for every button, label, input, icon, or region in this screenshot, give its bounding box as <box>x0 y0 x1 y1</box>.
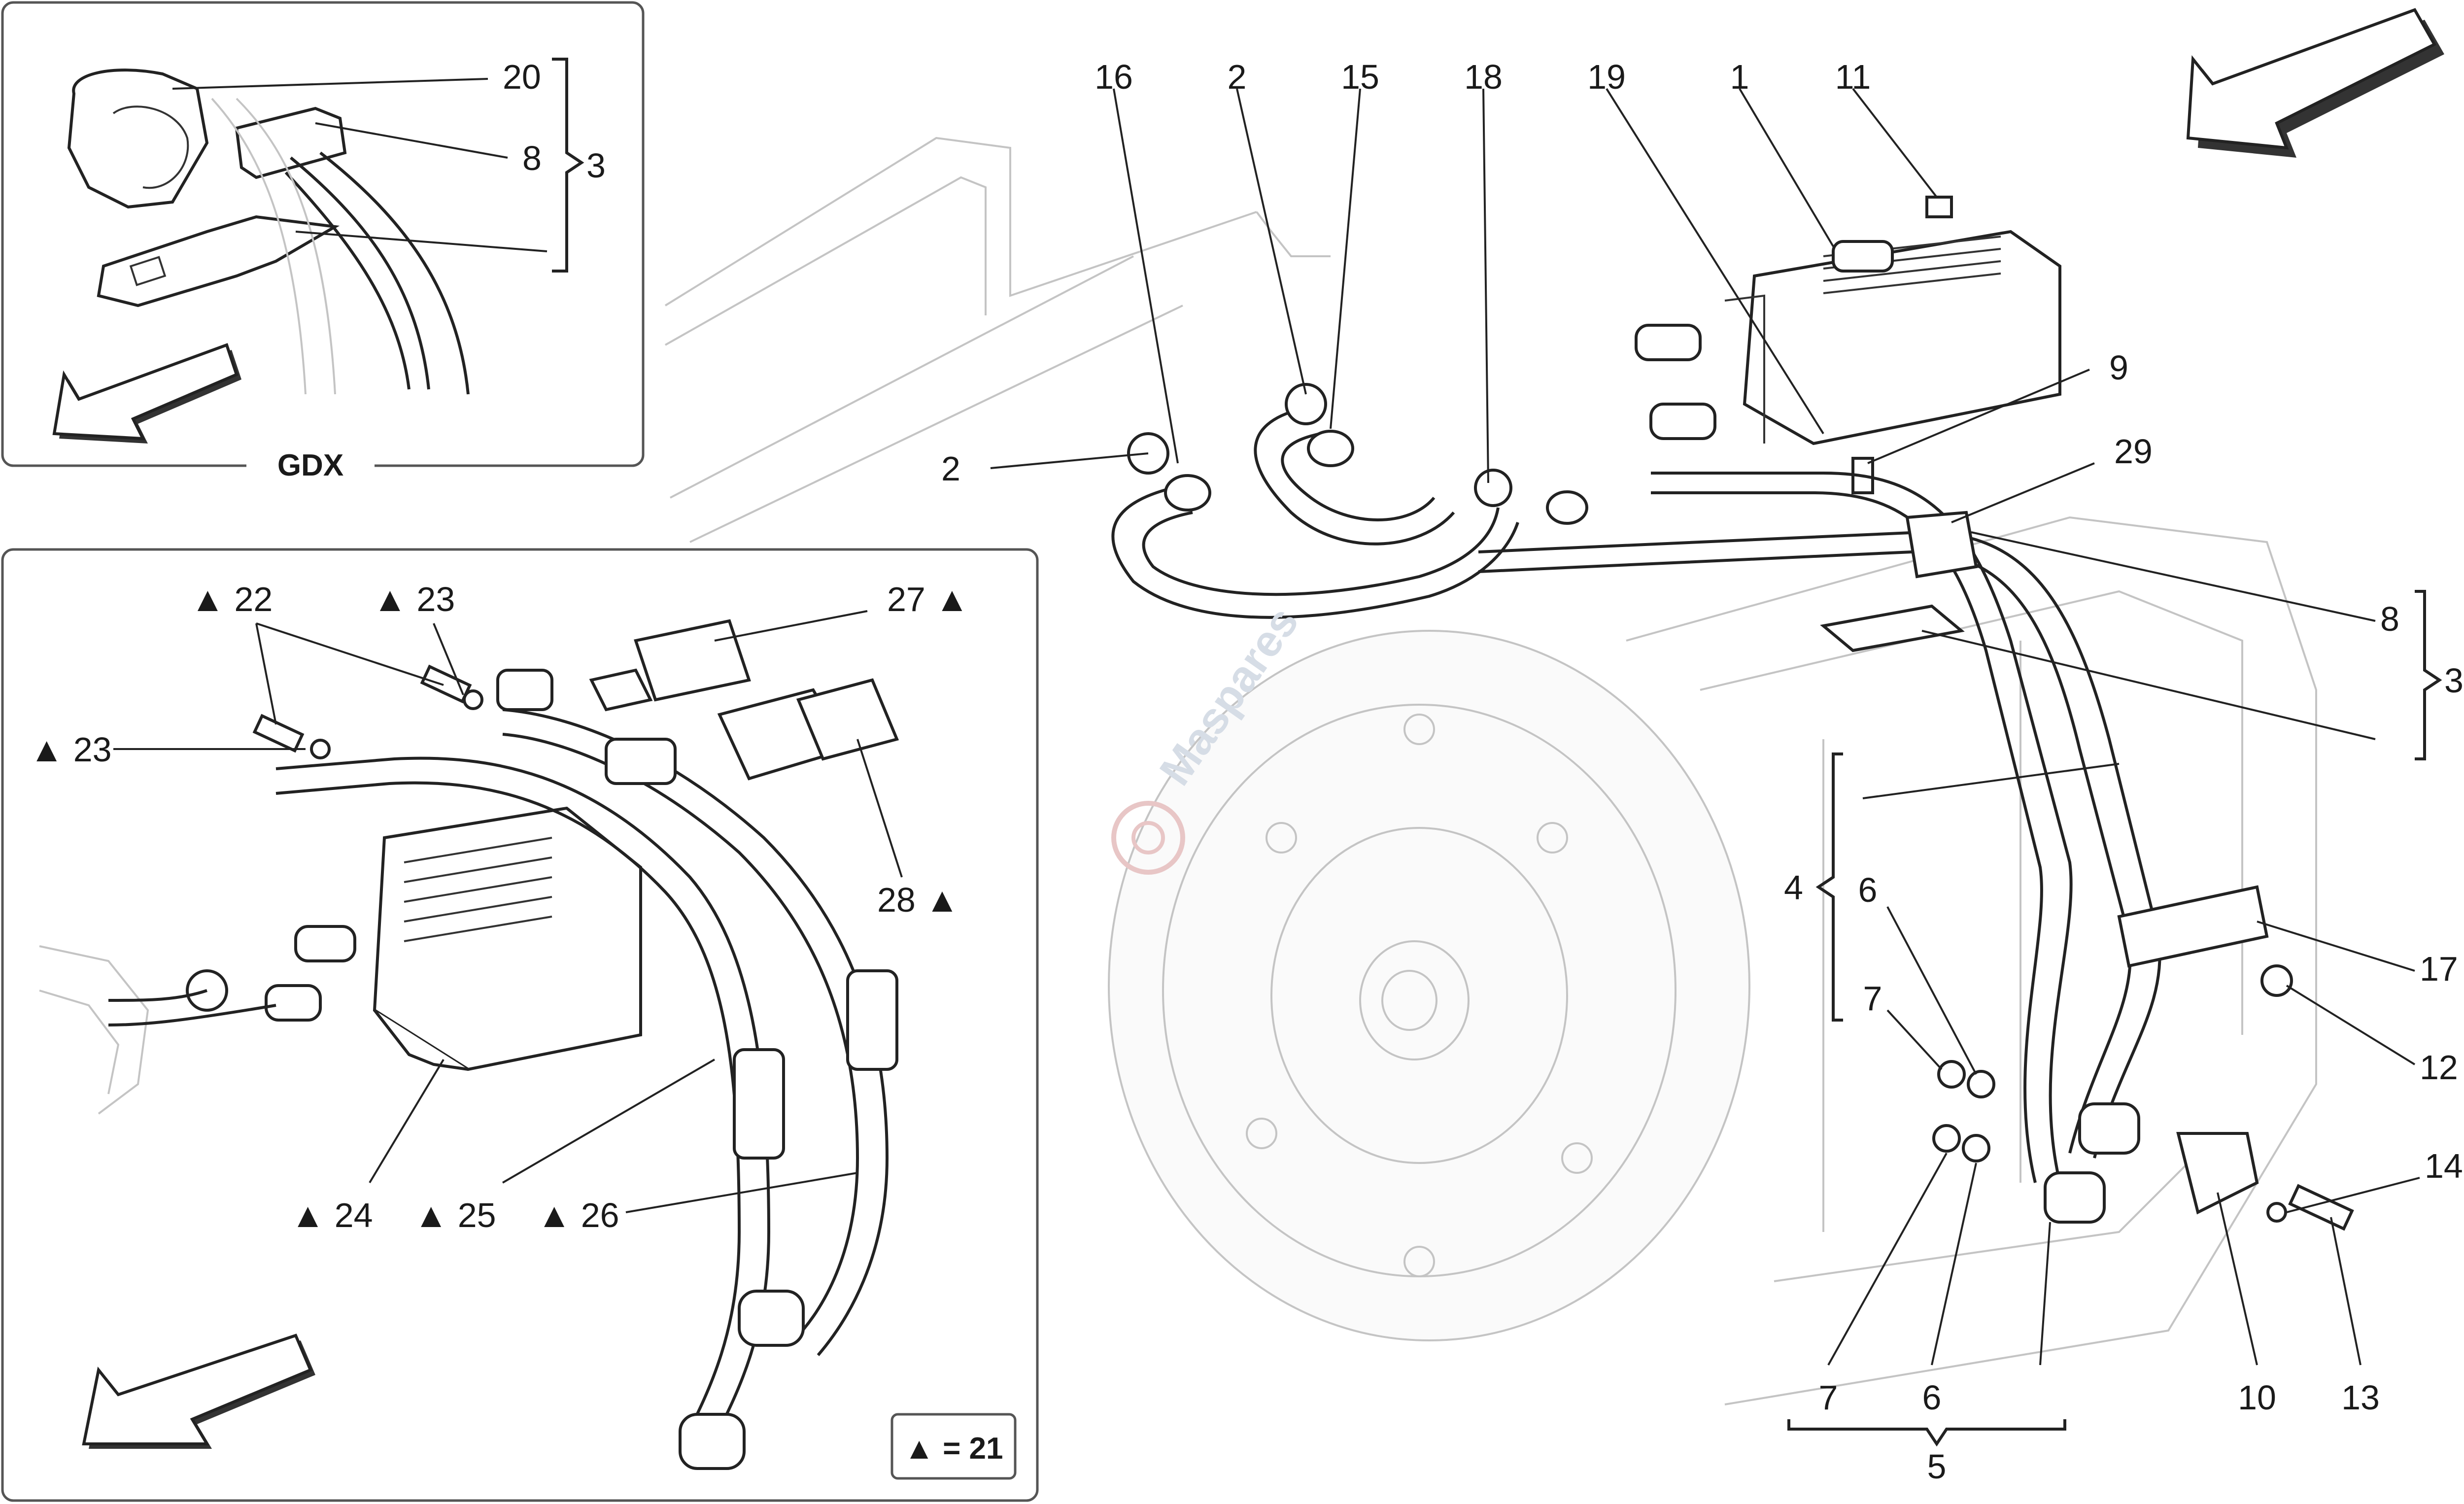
vehicle-body-ghost <box>664 137 1331 543</box>
oil-cooler <box>1635 230 2061 445</box>
washer-14 <box>2266 1202 2287 1223</box>
callout-7-lower: 7 <box>1819 1378 1838 1417</box>
inset-alt-callout-23-top: ▲ 23 <box>373 580 455 618</box>
main-callouts: 16 2 15 18 19 1 11 9 2 29 8 3 4 6 7 17 <box>941 58 2464 1486</box>
callout-6-upper: 6 <box>1858 871 1878 909</box>
direction-arrow-inset <box>82 1333 315 1449</box>
bolt-11 <box>1925 196 1953 218</box>
callout-1: 1 <box>1730 58 1749 96</box>
inset-gdx-callout-8: 8 <box>522 139 542 177</box>
direction-arrow-main <box>2186 8 2444 158</box>
cooler-lines <box>1478 472 2161 1224</box>
callout-12: 12 <box>2420 1048 2458 1087</box>
inset-alt-callout-24: ▲ 24 <box>291 1196 373 1234</box>
inset-alt-callout-27: 27 ▲ <box>887 580 969 618</box>
inset-alt-callout-22: ▲ 22 <box>191 580 273 618</box>
callout-5: 5 <box>1927 1447 1947 1486</box>
callout-2-top: 2 <box>1228 58 1247 96</box>
inset-gdx-callout-20: 20 <box>503 58 541 96</box>
clamp-bracket-3 <box>1820 511 1978 652</box>
callout-18: 18 <box>1464 58 1503 96</box>
callout-7-upper: 7 <box>1863 979 1882 1018</box>
callout-6-lower: 6 <box>1922 1378 1942 1417</box>
inset-alt-callout-28: 28 ▲ <box>877 881 959 919</box>
callout-10: 10 <box>2238 1378 2276 1417</box>
o-rings <box>1932 1060 1995 1162</box>
callout-17: 17 <box>2420 950 2458 988</box>
bracket-17 <box>2117 885 2293 997</box>
callout-14: 14 <box>2425 1147 2463 1185</box>
callout-2-left: 2 <box>941 449 960 488</box>
inset-alt-callout-25: ▲ 25 <box>414 1196 496 1234</box>
callout-3-main: 3 <box>2444 661 2464 700</box>
bolt-13 <box>2288 1184 2354 1231</box>
callout-11: 11 <box>1835 58 1871 96</box>
inset-alt-callout-26: ▲ 26 <box>537 1196 619 1234</box>
callout-29: 29 <box>2114 432 2153 471</box>
callout-8-main: 8 <box>2380 600 2399 638</box>
inset-gdx-title: GDX <box>277 448 343 482</box>
inset-alternative: ▲ 22 ▲ 23 ▲ 23 27 ▲ 28 ▲ ▲ 24 ▲ 25 ▲ 26 … <box>1 548 1039 1502</box>
inset-alt-callout-23-left: ▲ 23 <box>30 730 112 769</box>
bracket-10 <box>2176 1132 2259 1215</box>
callout-16: 16 <box>1095 58 1133 96</box>
callout-4: 4 <box>1784 868 1803 907</box>
inset-gdx: GDX 20 8 3 <box>1 1 645 483</box>
coolant-hoses <box>1111 383 1588 619</box>
legend-text: ▲ = 21 <box>904 1432 1003 1466</box>
direction-arrow-gdx <box>52 343 241 444</box>
legend-box: ▲ = 21 <box>890 1413 1017 1480</box>
inset-gdx-callout-3: 3 <box>586 146 606 185</box>
callout-9: 9 <box>2109 348 2128 387</box>
callout-15: 15 <box>1341 58 1379 96</box>
transmission-housing-ghost <box>1108 516 2317 1405</box>
callout-19: 19 <box>1587 58 1626 96</box>
callout-13: 13 <box>2341 1378 2380 1417</box>
